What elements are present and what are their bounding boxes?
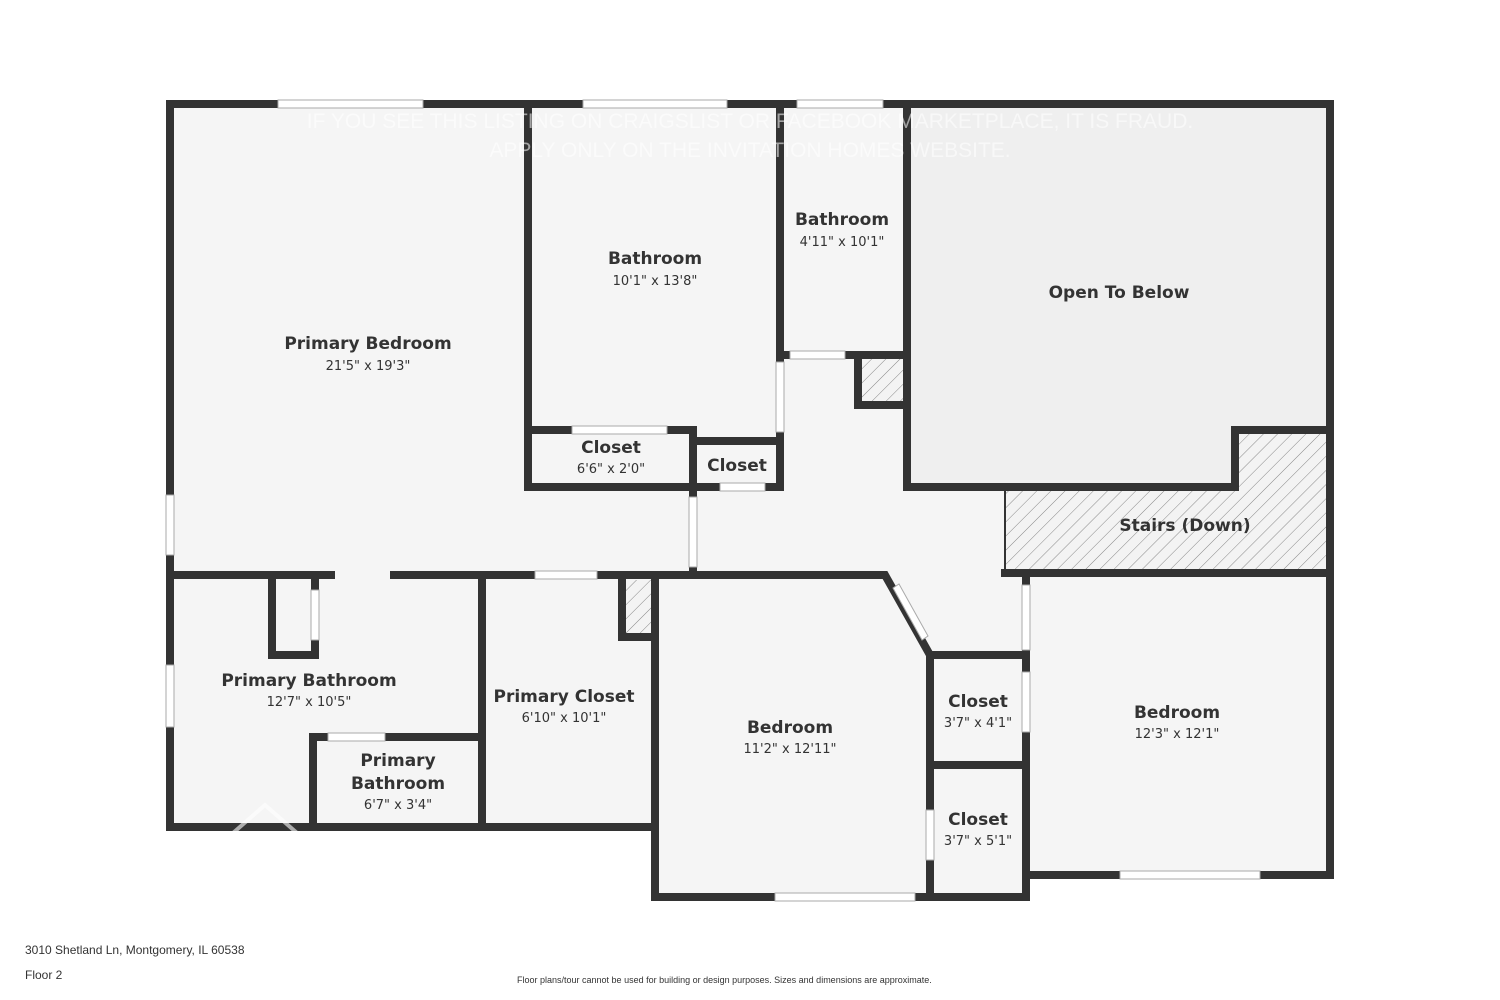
room-name: Closet bbox=[581, 438, 641, 458]
fraud-warning-line2: APPLY ONLY ON THE INVITATION HOMES WEBSI… bbox=[489, 139, 1010, 162]
room-name: Stairs (Down) bbox=[1119, 516, 1250, 536]
room-dims: 6'7" x 3'4" bbox=[364, 798, 432, 813]
openings bbox=[165, 99, 1261, 902]
room-dims: 3'7" x 4'1" bbox=[944, 716, 1012, 731]
room-name: Closet bbox=[948, 692, 1008, 712]
address: 3010 Shetland Ln, Montgomery, IL 60538 bbox=[25, 943, 245, 957]
room-dims: 12'3" x 12'1" bbox=[1135, 727, 1220, 742]
room-name: Closet bbox=[707, 456, 767, 476]
room-name: Bedroom bbox=[747, 718, 833, 738]
open-to-below-area bbox=[907, 104, 1330, 487]
room-name: Closet bbox=[948, 810, 1008, 830]
room-name: Bathroom bbox=[795, 210, 889, 230]
room-name: Primary Bathroom bbox=[221, 671, 396, 691]
house-logo-icon bbox=[223, 802, 307, 842]
fraud-warning-line1: IF YOU SEE THIS LISTING ON CRAIGSLIST OR… bbox=[307, 110, 1193, 133]
room-name: Bathroom bbox=[608, 249, 702, 269]
room-name: Open To Below bbox=[1049, 283, 1190, 303]
room-dims: 12'7" x 10'5" bbox=[267, 695, 352, 710]
room-dims: 10'1" x 13'8" bbox=[613, 274, 698, 289]
chimney-hatch bbox=[858, 355, 907, 405]
room-name: Bathroom bbox=[351, 774, 445, 794]
floor-label: Floor 2 bbox=[25, 968, 63, 982]
disclaimer: Floor plans/tour cannot be used for buil… bbox=[517, 975, 932, 985]
shaft-hatch bbox=[622, 580, 652, 637]
room-dims: 21'5" x 19'3" bbox=[326, 359, 411, 374]
room-name: Bedroom bbox=[1134, 703, 1220, 723]
room-dims: 6'10" x 10'1" bbox=[522, 711, 607, 726]
room-dims: 3'7" x 5'1" bbox=[944, 834, 1012, 849]
room-name: Primary Bedroom bbox=[284, 334, 451, 354]
room-dims: 4'11" x 10'1" bbox=[800, 235, 885, 250]
room-name: Primary Closet bbox=[494, 687, 635, 707]
room-dims: 6'6" x 2'0" bbox=[577, 462, 645, 477]
room-name: Primary bbox=[360, 751, 435, 771]
room-dims: 11'2" x 12'11" bbox=[744, 742, 837, 757]
